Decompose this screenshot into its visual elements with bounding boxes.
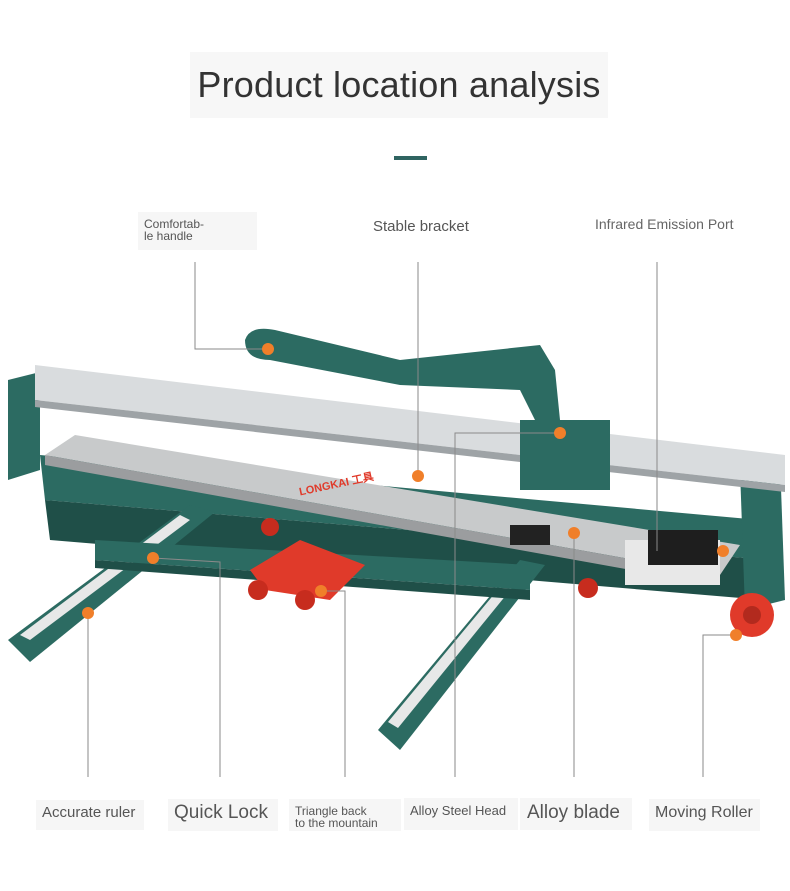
label-comfortable-handle: Comfortab-le handle: [138, 212, 257, 250]
leader-lines: [87, 262, 736, 777]
handle: [245, 328, 610, 545]
title-underline: [394, 156, 427, 160]
marker-infrared: [717, 545, 729, 557]
label-moving-roller: Moving Roller: [649, 799, 760, 831]
label-infrared-port: Infrared Emission Port: [595, 216, 734, 232]
label-accurate-ruler: Accurate ruler: [36, 800, 144, 830]
label-alloy-steel-head: Alloy Steel Head: [404, 798, 518, 830]
base-plate: LONGKAI 工具: [45, 435, 740, 585]
markers: [82, 343, 742, 641]
marker-handle: [262, 343, 274, 355]
page-title: Product location analysis: [190, 52, 608, 118]
marker-head: [554, 427, 566, 439]
infrared-block: [625, 530, 720, 585]
marker-bracket: [412, 470, 424, 482]
marker-blade: [568, 527, 580, 539]
marker-roller: [730, 629, 742, 641]
marker-triangle: [315, 585, 327, 597]
label-stable-bracket: Stable bracket: [373, 218, 469, 235]
marker-quick-lock: [147, 552, 159, 564]
label-quick-lock: Quick Lock: [168, 799, 278, 831]
triangle-stop: [248, 518, 598, 610]
label-alloy-blade: Alloy blade: [520, 798, 632, 830]
marker-ruler: [82, 607, 94, 619]
roller: [730, 593, 774, 637]
